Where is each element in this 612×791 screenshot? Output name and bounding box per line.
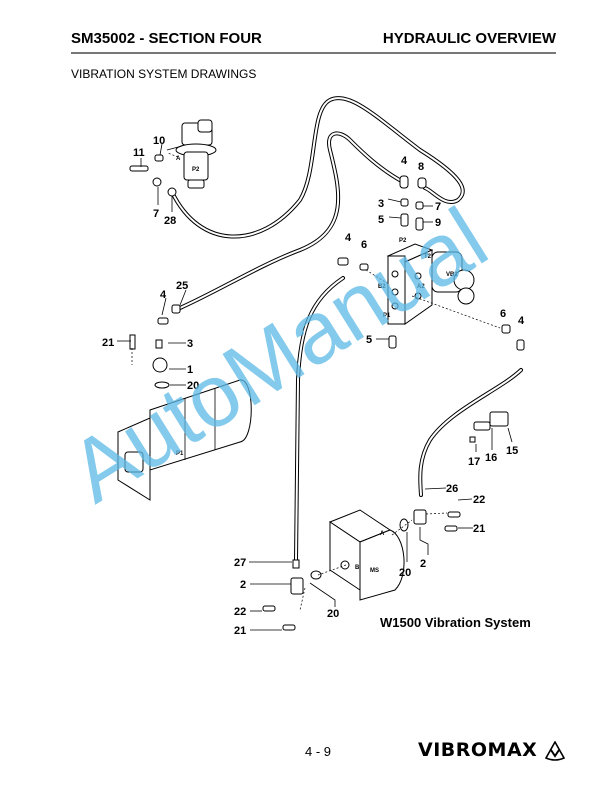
port-label: A [380,531,385,537]
port-label: B2 [378,284,386,290]
callout: 25 [176,280,188,292]
callout: 3 [378,198,384,210]
port-label: P2 [399,238,407,244]
callout: 22 [234,606,246,618]
callout: 20 [327,608,339,620]
clamp-parts [469,411,509,443]
document-section-title: SM35002 - SECTION FOUR [71,30,262,47]
callout: 9 [435,217,441,229]
page-subtitle: VIBRATION SYSTEM DRAWINGS [71,67,257,81]
callout: 5 [378,214,384,226]
callout: 17 [468,456,480,468]
port-label: VB1 [446,272,458,278]
callout: 5 [366,334,372,346]
callout: 6 [500,308,506,320]
callout: 3 [187,338,193,350]
callout: 7 [435,201,441,213]
callout: 20 [187,380,199,392]
port-label: T2 [424,254,432,260]
port-label: A [176,156,181,162]
callout: 22 [473,494,485,506]
port-label: MS [370,568,379,574]
callout: 1 [187,364,193,376]
callout: 2 [420,558,426,570]
callout: 8 [418,161,424,173]
hose-26 [418,368,523,497]
callout: 4 [518,315,525,327]
leader-lines [117,143,513,631]
callout: 7 [153,208,159,220]
callout: 11 [133,147,145,159]
callout: 21 [473,523,485,535]
callout: 6 [361,239,367,251]
header-divider [71,52,556,54]
callout: 2 [240,579,246,591]
hose-long-top [170,96,465,239]
callout: 21 [234,625,246,637]
drawing-caption: W1500 Vibration System [380,615,531,630]
hose-upper-right [178,131,407,310]
port-label: B [355,565,360,571]
callout: 20 [399,567,411,579]
callout: 26 [446,483,458,495]
callout: 28 [164,215,176,227]
callout-numbers: 10 11 7 28 4 8 3 7 5 9 4 6 5 6 4 25 4 21… [102,135,525,637]
port-labels: A P2 P2 T2 VB1 B2 A2 P1 P1 A B MS [176,156,458,574]
brand-emblem-icon [545,741,565,761]
port-label: P2 [192,167,200,173]
callout: 4 [345,232,352,244]
brand-logo: VIBROMAX [418,739,538,761]
callout: 15 [506,445,518,457]
valve-p2 [175,119,217,189]
port-label: A2 [417,284,425,290]
callout: 16 [485,452,497,464]
fittings-block [337,175,525,351]
pump-p1 [117,304,252,501]
callout: 21 [102,337,114,349]
callout: 4 [401,155,408,167]
page-number: 4 - 9 [305,744,332,759]
watermark: AutoManual [53,188,504,521]
hose-27 [294,276,345,562]
callout: 4 [160,289,167,301]
fittings-top-left [129,154,177,197]
port-label: P1 [176,451,184,457]
document-chapter-title: HYDRAULIC OVERVIEW [382,30,556,47]
port-label: P1 [383,313,391,319]
callout: 27 [234,557,246,569]
control-valve-block [386,243,475,325]
callout: 10 [153,135,165,147]
motor-ms [262,509,461,631]
